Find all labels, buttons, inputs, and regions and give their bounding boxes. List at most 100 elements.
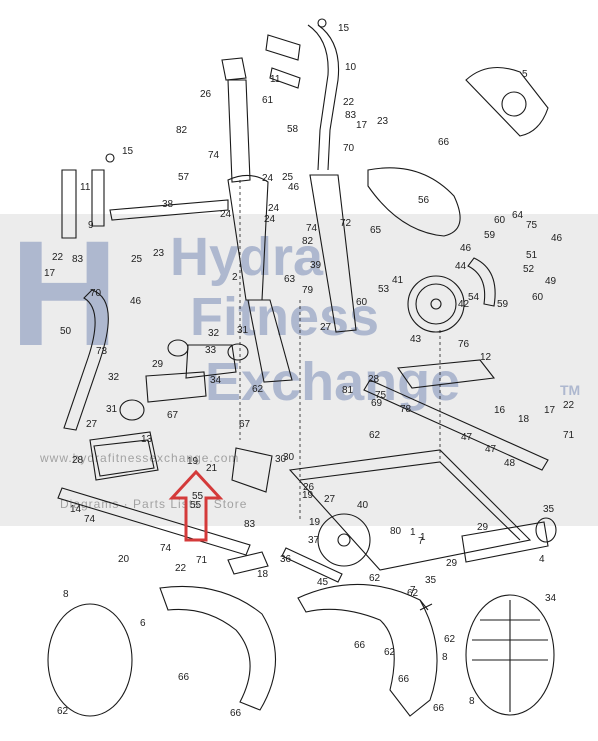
part-72-arm: [309, 174, 357, 333]
callout-27: 27: [320, 322, 332, 333]
part-15b-cap: [105, 153, 115, 163]
callout-38: 38: [162, 199, 174, 210]
callout-56: 56: [418, 195, 430, 206]
highlight-part-label: 55: [190, 500, 202, 511]
callout-60: 60: [494, 215, 506, 226]
callout-62: 62: [369, 573, 381, 584]
callout-63: 63: [284, 274, 296, 285]
callout-34: 34: [210, 375, 222, 386]
fastener-group: [419, 599, 433, 611]
callout-72: 72: [340, 218, 352, 229]
callout-35: 35: [425, 575, 437, 586]
callout-51: 51: [526, 250, 538, 261]
callout-25: 25: [131, 254, 143, 265]
part-30: [231, 447, 273, 493]
callout-27: 27: [324, 494, 336, 505]
callout-70: 70: [343, 143, 355, 154]
part-41-rim: [415, 283, 457, 325]
callout-83: 83: [72, 254, 84, 265]
callout-74: 74: [160, 543, 172, 554]
callout-59: 59: [484, 230, 496, 241]
callout-33: 33: [205, 345, 217, 356]
part-13-pedal: [89, 431, 159, 481]
callout-7: 7: [418, 536, 424, 547]
callout-15: 15: [338, 23, 350, 34]
callout-13: 13: [141, 434, 153, 445]
part-10-upper-arm-edge: [317, 24, 340, 171]
callout-34: 34: [545, 593, 557, 604]
callout-6: 6: [140, 618, 146, 629]
part-35-cap: [535, 517, 557, 543]
callout-8: 8: [442, 652, 448, 663]
callout-27: 27: [86, 419, 98, 430]
callout-70: 70: [90, 288, 102, 299]
watermark-brand-1: Hydra: [170, 227, 324, 287]
callout-48: 48: [504, 458, 516, 469]
callout-55: 55: [192, 491, 204, 502]
callout-19: 19: [187, 456, 199, 467]
part-15-cap: [317, 18, 327, 28]
callout-26: 26: [303, 482, 315, 493]
part-11-left: [61, 169, 77, 239]
callout-32: 32: [108, 372, 120, 383]
callout-19: 19: [302, 490, 314, 501]
callout-20: 20: [118, 554, 130, 565]
callout-29: 29: [477, 522, 489, 533]
callout-67: 67: [167, 410, 179, 421]
parts-drawing: [47, 18, 557, 717]
watermark-brand-3: Exchange: [205, 352, 460, 412]
callout-66: 66: [354, 640, 366, 651]
callout-40: 40: [357, 500, 369, 511]
part-9: [91, 169, 105, 227]
callout-25: 25: [282, 172, 294, 183]
callout-8: 8: [63, 589, 69, 600]
callout-24: 24: [220, 209, 232, 220]
callout-11: 11: [270, 74, 281, 85]
callout-66: 66: [398, 674, 410, 685]
callout-15: 15: [122, 146, 134, 157]
callout-22: 22: [52, 252, 64, 263]
part-33-block: [185, 344, 237, 379]
callout-17: 17: [44, 268, 56, 279]
callout-66: 66: [230, 708, 242, 719]
callout-71: 71: [563, 430, 575, 441]
callout-22: 22: [175, 563, 187, 574]
part-6-shroud-left: [159, 585, 277, 711]
callout-39: 39: [310, 260, 322, 271]
callout-45: 45: [317, 577, 329, 588]
watermark-brand-2: Fitness: [190, 287, 379, 347]
callout-21: 21: [206, 463, 218, 474]
callout-18: 18: [518, 414, 530, 425]
watermark: H Hydra Fitness Exchange TM www.hydrafit…: [10, 209, 580, 511]
callout-58: 58: [287, 124, 299, 135]
callout-4: 4: [539, 554, 545, 565]
callout-46: 46: [288, 182, 300, 193]
part-5-console: [465, 66, 549, 137]
callout-54: 54: [468, 292, 480, 303]
dashed-assembly-lines: [239, 180, 441, 520]
callout-62: 62: [444, 634, 456, 645]
callout-22: 22: [343, 97, 355, 108]
callout-24: 24: [264, 214, 276, 225]
part-8-disc-ribs: [472, 600, 548, 712]
callout-60: 60: [532, 292, 544, 303]
callout-42: 42: [458, 299, 470, 310]
part-16-rail: [363, 379, 549, 471]
callout-29: 29: [446, 558, 458, 569]
callout-11: 11: [80, 182, 91, 193]
callout-57: 57: [178, 172, 190, 183]
callout-62: 62: [369, 430, 381, 441]
callout-47: 47: [485, 444, 497, 455]
callout-10: 10: [345, 62, 357, 73]
callout-8: 8: [469, 696, 475, 707]
callout-16: 16: [494, 405, 506, 416]
part-11-top: [265, 34, 301, 61]
part-4-tube: [461, 521, 549, 563]
callout-75: 75: [375, 390, 387, 401]
highlight-arrow: [168, 469, 224, 542]
part-83-shaft: [227, 551, 269, 575]
callout-9: 9: [88, 220, 94, 231]
part-11b: [269, 67, 301, 89]
callout-1: 1: [420, 532, 426, 543]
